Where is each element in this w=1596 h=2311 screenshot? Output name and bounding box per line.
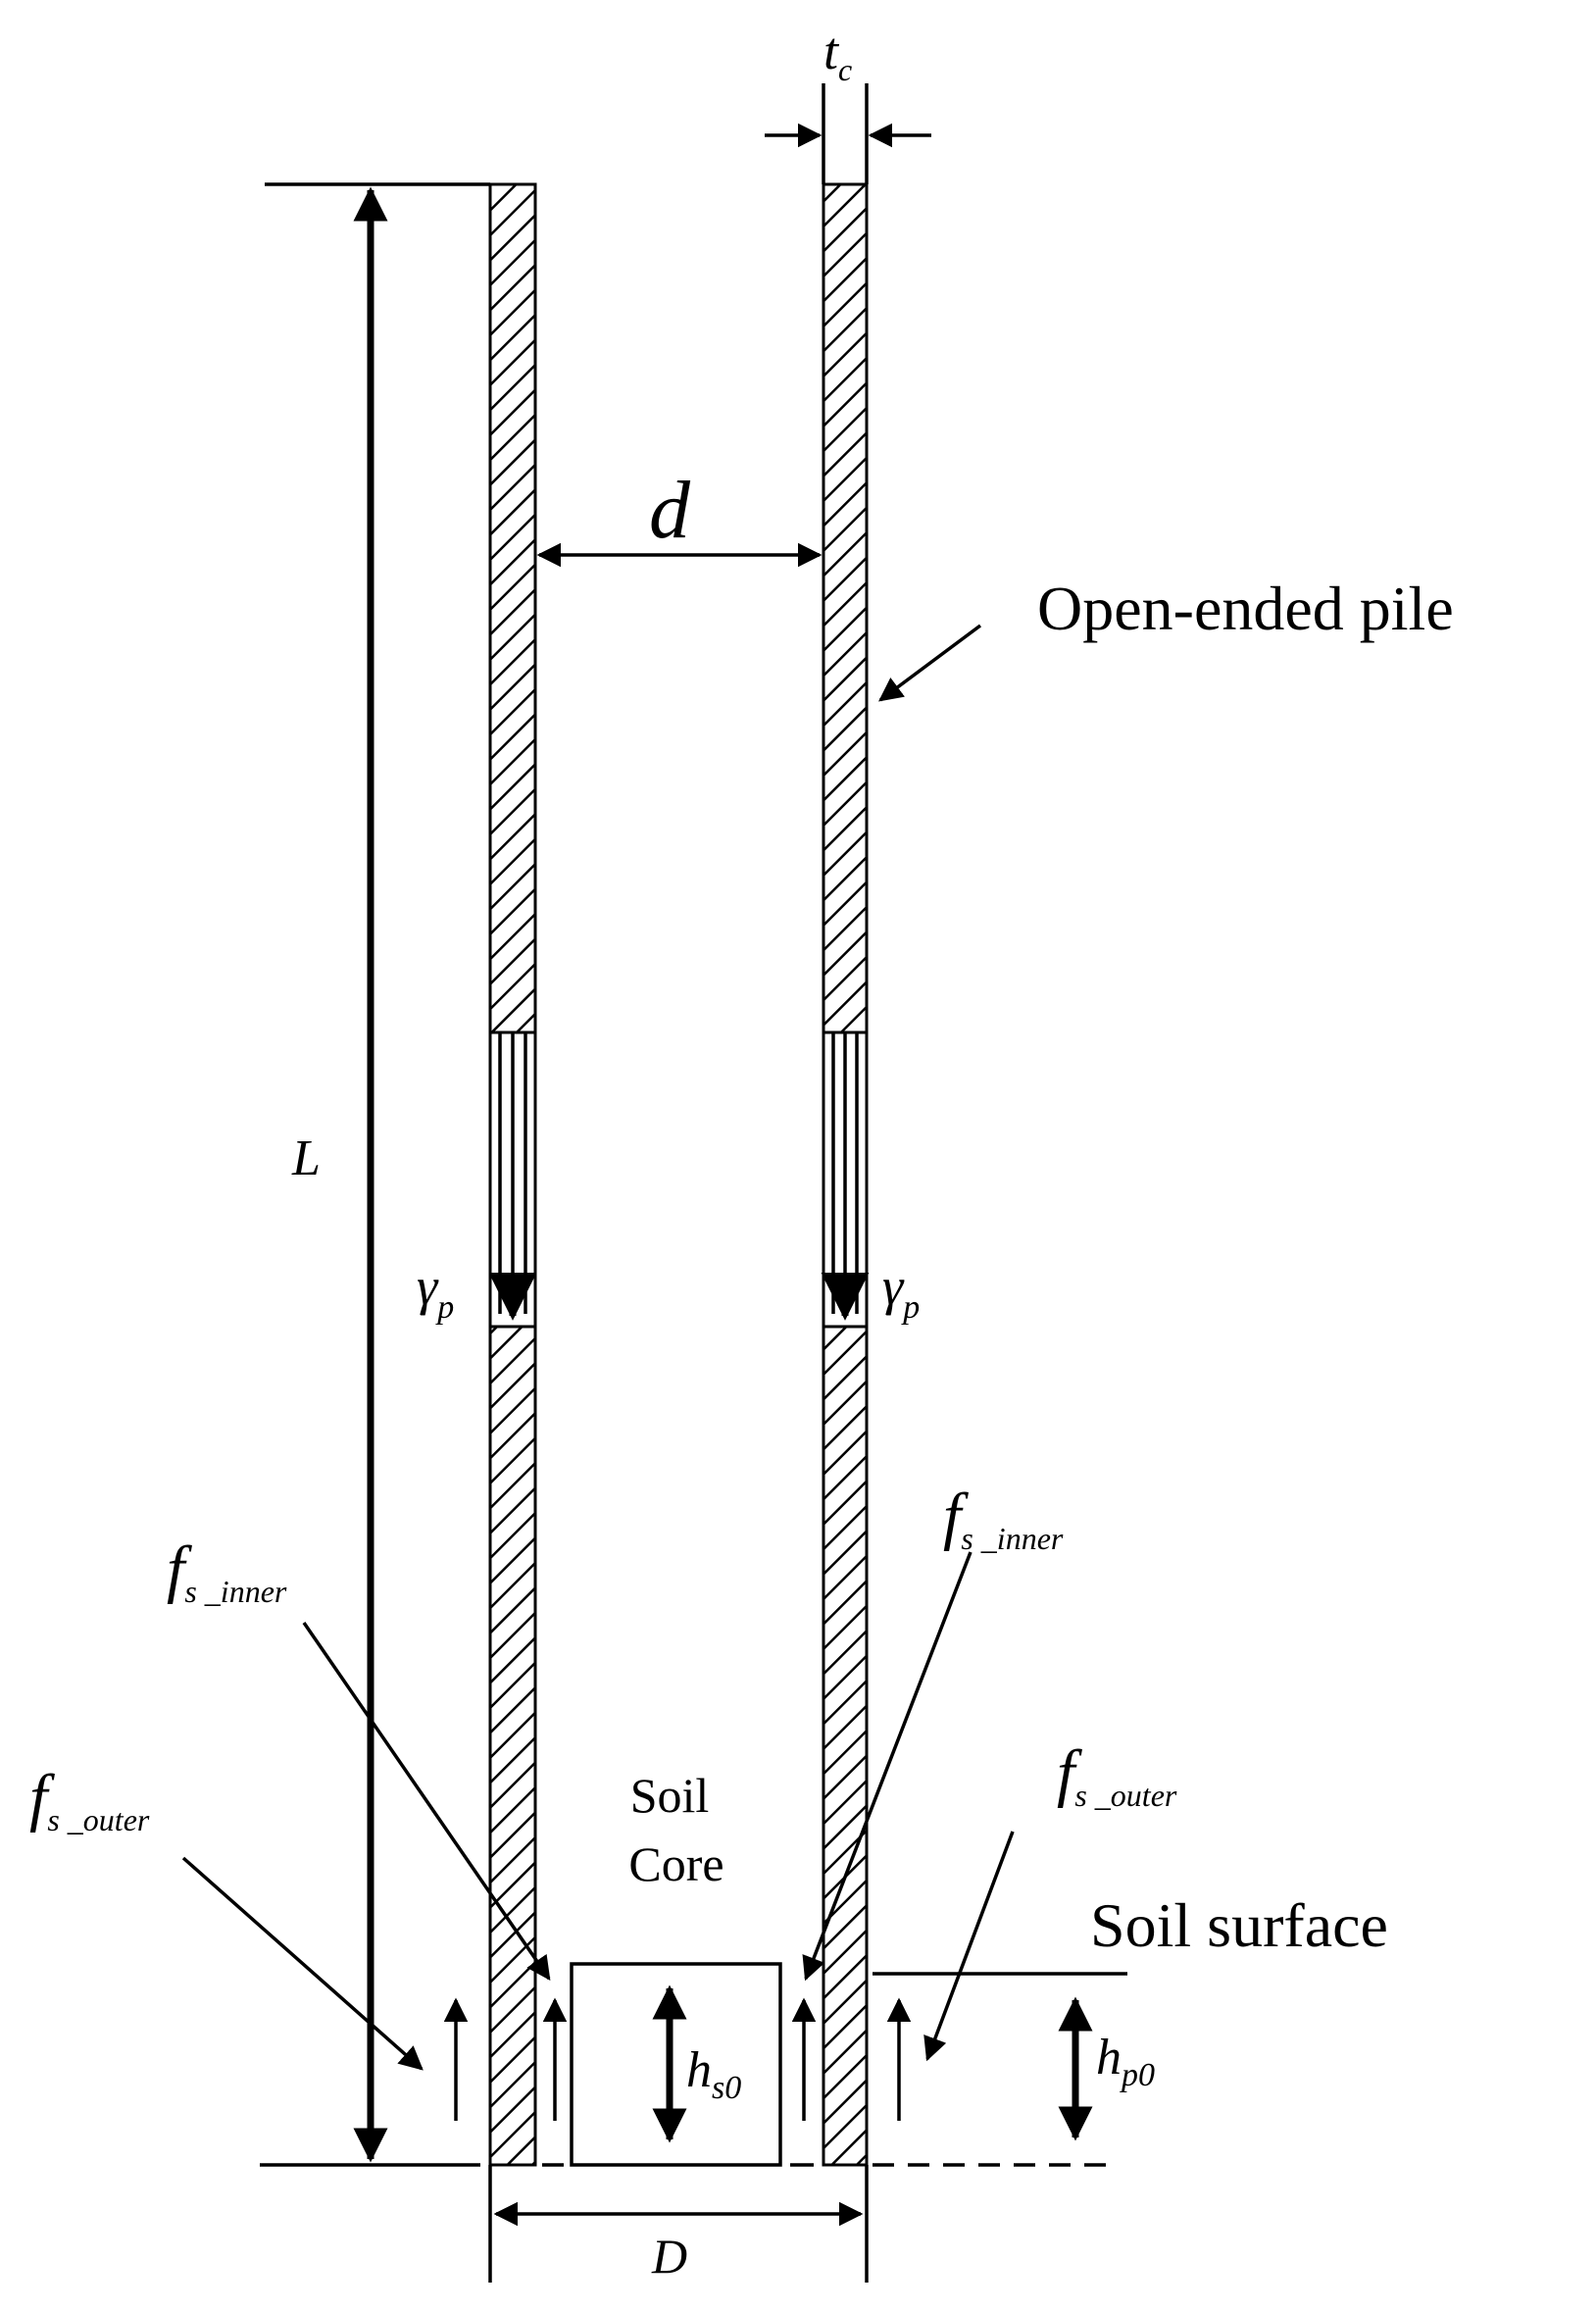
pile-pointer-arrow	[878, 624, 982, 702]
soil-core-label-line1: Soil	[630, 1768, 710, 1823]
fs-inner-label-right: fs _inner	[943, 1481, 1064, 1556]
gamma-label-left: γp	[417, 1257, 454, 1326]
soil-surface-label: Soil surface	[1090, 1890, 1388, 1960]
fs-outer-label-left: fs _outer	[29, 1762, 150, 1837]
soil-plug	[570, 1962, 782, 2167]
wall-thickness-dimension	[765, 83, 931, 184]
length-label: L	[291, 1130, 321, 1186]
penetration-depth-label: hp0	[1096, 2030, 1155, 2093]
pile-label: Open-ended pile	[1037, 574, 1454, 643]
outer-diameter-dimension	[488, 2165, 869, 2283]
left-gamma-arrow	[488, 1032, 537, 1321]
fs-outer-pointer-right	[923, 1831, 1015, 2062]
outer-diameter-label: D	[651, 2229, 687, 2284]
inner-diameter-label: d	[649, 465, 691, 556]
wall-thickness-label: tc	[823, 22, 852, 87]
fs-inner-pointer-right	[802, 1551, 973, 1982]
plug-height-label: hs0	[686, 2042, 741, 2106]
right-gamma-arrow	[821, 1032, 870, 1321]
fs-outer-label-right: fs _outer	[1057, 1737, 1177, 1813]
fs-inner-pointer-left	[302, 1622, 551, 1982]
gamma-label-right: γp	[882, 1257, 920, 1326]
right-pile-wall	[822, 182, 869, 2167]
fs-inner-label-left: fs _inner	[167, 1533, 287, 1609]
fs-outer-pointer-left	[181, 1856, 424, 2071]
soil-core-label-line2: Core	[628, 1836, 723, 1891]
